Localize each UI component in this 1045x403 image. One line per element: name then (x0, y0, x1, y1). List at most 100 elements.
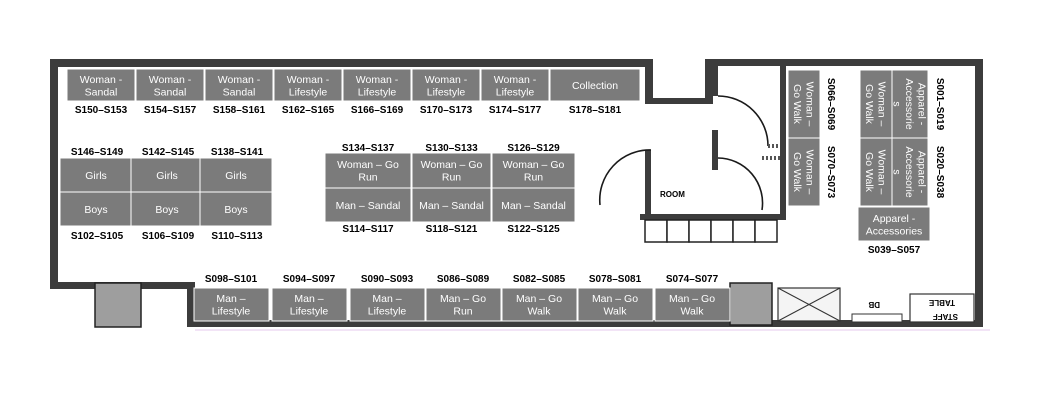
fixture-top-label-4-line: Lifestyle (289, 86, 328, 98)
right-fixture-top-2[interactable] (859, 69, 893, 139)
apparel-label-top: Apparel -Accessories (891, 78, 928, 130)
man-sandal-fixture-3[interactable] (491, 187, 576, 223)
fixture-bottom-4[interactable] (425, 287, 502, 322)
apparel-accessories-fixture[interactable] (857, 206, 931, 242)
right-label-bottom-2-line: Woman – (875, 150, 887, 195)
storage-crossed-box (777, 287, 841, 322)
fixture-bottom-3[interactable] (349, 287, 426, 322)
girls-label-1-line: Girls (85, 170, 107, 182)
right-fixture-top-1[interactable] (787, 69, 821, 139)
apparel-accessories-label-line: Accessories (866, 225, 923, 237)
room-label: ROOM (660, 190, 685, 199)
fixture-bottom-label-3-line: Lifestyle (368, 305, 407, 317)
man-sandal-label-3: Man – Sandal (501, 200, 566, 212)
fixture-top-7[interactable] (480, 68, 550, 102)
woman-go-run-fixture-3[interactable] (491, 152, 576, 189)
apparel-fixture-top[interactable] (891, 69, 929, 139)
wall-bottom-step (187, 282, 195, 327)
girls-fixture-2[interactable] (130, 157, 204, 193)
woman-go-run-fixture-1[interactable] (324, 152, 412, 189)
fixture-bottom-2[interactable] (271, 287, 348, 322)
door-swing-top (717, 95, 769, 147)
right-code-bottom-1: S070–S073 (825, 146, 836, 199)
right-label-top-2-line: Go Walk (863, 84, 875, 125)
girls-fixture-3[interactable] (199, 157, 273, 193)
fixture-bottom-label-7-line: Walk (681, 305, 705, 317)
right-label-top-2: Woman –Go Walk (863, 82, 888, 127)
fixture-top-label-5: Woman -Lifestyle (356, 74, 399, 99)
right-label-top-1-line: Woman – (803, 82, 815, 127)
fixture-bottom-label-6-line: Man – Go (592, 293, 638, 305)
boys-label-3: Boys (224, 204, 247, 216)
fixture-top-4[interactable] (273, 68, 343, 102)
girls-label-3: Girls (225, 170, 247, 182)
staff-table: TABLE STAFF (909, 293, 975, 323)
structural-column-right (729, 282, 773, 326)
fixture-top-label-2: Woman -Sandal (149, 74, 192, 99)
man-sandal-label-1-line: Man – Sandal (336, 200, 401, 212)
fixture-top-6[interactable] (411, 68, 481, 102)
fixture-top-label-6-line: Lifestyle (427, 86, 466, 98)
fixture-bottom-1[interactable] (193, 287, 270, 322)
door-swing-left (598, 149, 652, 206)
right-label-bottom-2-line: Go Walk (863, 152, 875, 193)
man-sandal-label-2: Man – Sandal (419, 200, 484, 212)
man-sandal-fixture-1[interactable] (324, 187, 412, 223)
fixture-bottom-6[interactable] (577, 287, 654, 322)
right-fixture-bottom-1[interactable] (787, 137, 821, 207)
fixture-bottom-7[interactable] (654, 287, 731, 322)
boys-fixture-1[interactable] (59, 191, 133, 227)
kids-bottom-code-2: S106–S109 (142, 231, 195, 242)
fixture-top-label-8-line: Collection (572, 80, 618, 92)
woman-go-run-label-3-line: Run (524, 171, 543, 183)
fixture-bottom-label-6-line: Walk (604, 305, 628, 317)
fixture-top-label-3-line: Woman - (218, 74, 261, 86)
db-cabinet: DB (851, 300, 903, 323)
apparel-accessories-label-line: Apparel - (873, 213, 916, 225)
lockers (644, 219, 778, 243)
fixture-top-1[interactable] (66, 68, 136, 102)
fixture-top-code-3: S158–S161 (213, 105, 266, 116)
kids-top-code-2: S142–S145 (142, 147, 195, 158)
fixture-bottom-label-1-line: Man – (216, 293, 245, 305)
apparel-accessories-code: S039–S057 (868, 245, 921, 256)
fixture-bottom-label-1: Man –Lifestyle (212, 293, 251, 318)
fixture-top-label-7: Woman -Lifestyle (494, 74, 537, 99)
db-label: DB (868, 300, 880, 309)
fixture-top-code-8: S178–S181 (569, 105, 622, 116)
right-label-bottom-2: Woman –Go Walk (863, 150, 888, 195)
fixture-top-8[interactable] (549, 68, 641, 102)
fixture-top-2[interactable] (135, 68, 205, 102)
right-label-top-2-line: Woman – (875, 82, 887, 127)
fixture-bottom-label-4-line: Man – Go (440, 293, 486, 305)
apparel-label-bottom: Apparel -Accessories (891, 146, 928, 198)
structural-column-left (94, 282, 142, 328)
man-sandal-fixture-2[interactable] (411, 187, 492, 223)
apparel-label-top-line: s (891, 101, 903, 106)
apparel-accessories-label: Apparel -Accessories (866, 213, 923, 238)
boys-fixture-3[interactable] (199, 191, 273, 227)
fixture-bottom-5[interactable] (501, 287, 578, 322)
fixture-top-5[interactable] (342, 68, 412, 102)
girls-label-3-line: Girls (225, 170, 247, 182)
boys-fixture-2[interactable] (130, 191, 204, 227)
center-top-code-1: S134–S137 (342, 143, 395, 154)
apparel-fixture-bottom[interactable] (891, 137, 929, 207)
girls-fixture-1[interactable] (59, 157, 133, 193)
fixture-top-label-6-line: Woman - (425, 74, 468, 86)
apparel-code-top: S001–S019 (934, 78, 945, 131)
woman-go-run-label-1-line: Run (358, 171, 377, 183)
fixture-top-label-7-line: Woman - (494, 74, 537, 86)
fitting-rooms: ROOM (598, 66, 786, 243)
kids-top-code-1: S146–S149 (71, 147, 124, 158)
kids-top-code-3: S138–S141 (211, 147, 264, 158)
man-sandal-label-3-line: Man – Sandal (501, 200, 566, 212)
girls-label-2: Girls (156, 170, 178, 182)
fixture-bottom-code-4: S086–S089 (437, 274, 490, 285)
fixture-top-3[interactable] (204, 68, 274, 102)
fixture-top-label-6: Woman -Lifestyle (425, 74, 468, 99)
right-label-bottom-1-line: Go Walk (791, 152, 803, 193)
